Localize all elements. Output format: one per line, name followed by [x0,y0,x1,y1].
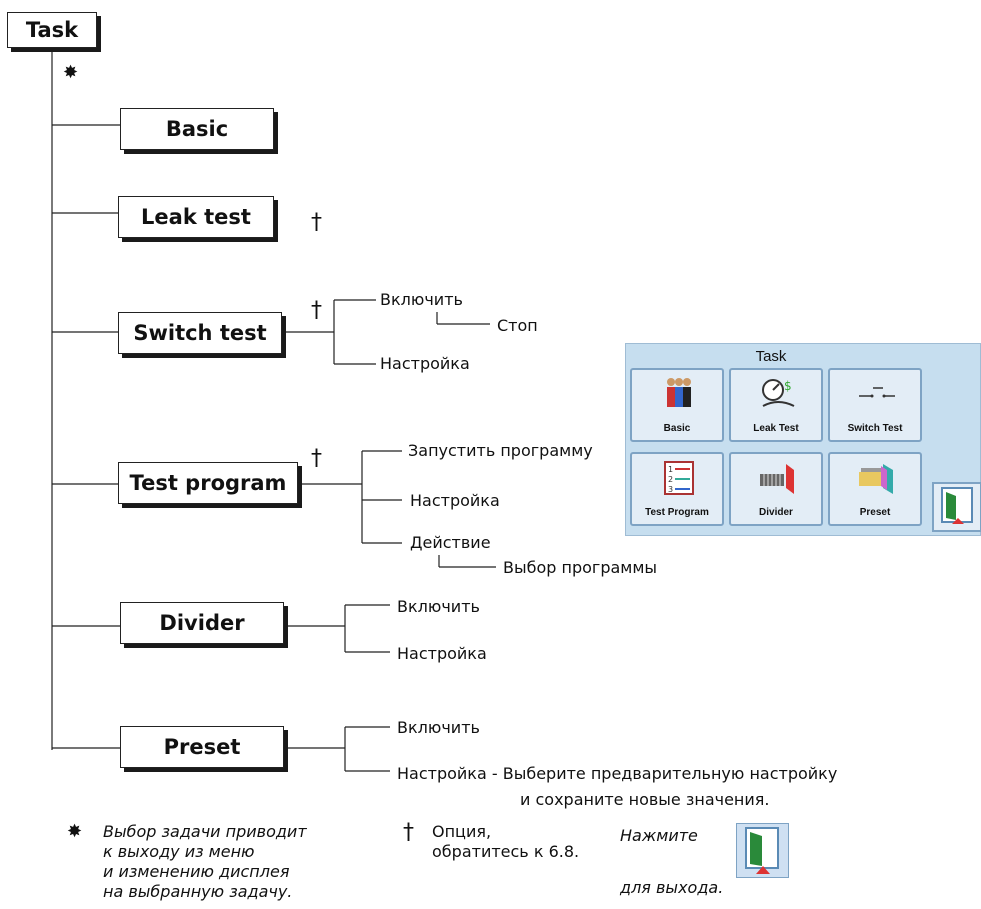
tile-divider[interactable]: Divider [729,452,823,526]
root-task-box: Task [7,12,97,48]
preset-icon [859,464,893,494]
footnote-star-symbol: ✸ [67,821,83,842]
switch-test-stop: Стоп [497,316,538,335]
svg-text:1: 1 [668,465,673,474]
tile-basic[interactable]: Basic [630,368,724,442]
exit-door-large-icon [736,823,789,878]
node-preset: Preset [120,726,284,768]
task-screen-title: Task [755,348,787,365]
door-icon [941,487,973,524]
divider-setup: Настройка [397,644,487,663]
preset-enable: Включить [397,718,480,737]
test-program-run: Запустить программу [408,441,593,460]
node-divider: Divider [120,602,284,644]
tile-switch-test-label: Switch Test [847,423,903,434]
footnote-star-text: Выбор задачи приводит к выходу из меню и… [103,822,307,901]
svg-text:3: 3 [668,485,673,494]
node-test-program: Test program [118,462,298,504]
tile-preset[interactable]: Preset [828,452,922,526]
switch-test-setup: Настройка [380,354,470,373]
switch-icon [859,387,895,398]
list-icon: 1 2 3 [664,461,694,495]
exit-door-icon[interactable] [932,482,981,532]
footnote-dagger-text: Опция, обратитесь к 6.8. [432,822,580,861]
footnote-dagger-symbol: † [403,820,414,845]
task-screen-panel: Task Basic $ Leak Test Switch Test 1 [625,343,981,536]
tile-basic-label: Basic [663,423,691,434]
door-large-icon [745,827,779,874]
tile-divider-label: Divider [759,507,793,518]
divider-enable: Включить [397,597,480,616]
node-basic: Basic [120,108,274,150]
exit-text: для выхода. [620,878,724,897]
switch-test-enable: Включить [380,290,463,309]
node-leak-test: Leak test [118,196,274,238]
svg-text:$: $ [784,379,792,393]
leak-test-dagger: † [311,210,322,235]
press-text: Нажмите [620,826,698,845]
test-program-dagger: † [311,446,322,471]
test-program-select: Выбор программы [503,558,658,577]
tile-leak-test-label: Leak Test [753,423,799,434]
divider-icon [760,464,794,494]
node-switch-test: Switch test [118,312,282,354]
gauge-icon: $ [762,379,795,407]
people-icon [667,378,691,407]
root-star-mark: ✸ [63,62,79,83]
preset-setup: Настройка - Выберите предварительную нас… [397,764,838,783]
tile-preset-label: Preset [859,507,891,518]
test-program-action: Действие [410,533,491,552]
tile-test-program[interactable]: 1 2 3 Test Program [630,452,724,526]
tile-test-program-label: Test Program [645,507,709,518]
tile-leak-test[interactable]: $ Leak Test [729,368,823,442]
tile-switch-test[interactable]: Switch Test [828,368,922,442]
preset-setup-cont: и сохраните новые значения. [520,790,770,809]
test-program-setup: Настройка [410,491,500,510]
switch-test-dagger: † [311,298,322,323]
svg-text:2: 2 [668,475,673,484]
